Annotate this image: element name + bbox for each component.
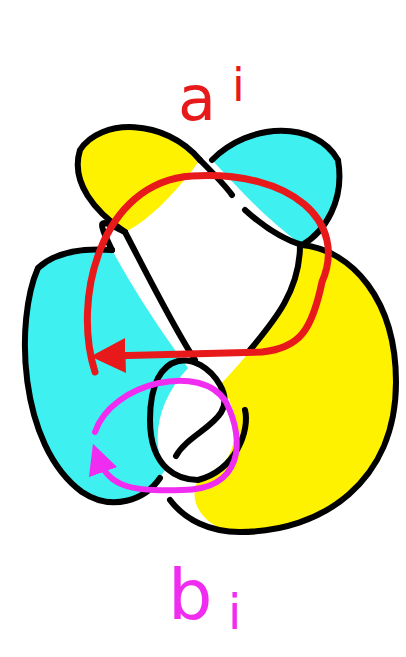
knot-strands	[25, 127, 396, 532]
loop-b	[95, 381, 237, 491]
loop-label: a	[178, 68, 216, 130]
loop-index: i	[232, 62, 245, 108]
loop-a	[87, 176, 328, 372]
loop-index: i	[228, 588, 241, 636]
loop-label: b	[168, 560, 212, 630]
